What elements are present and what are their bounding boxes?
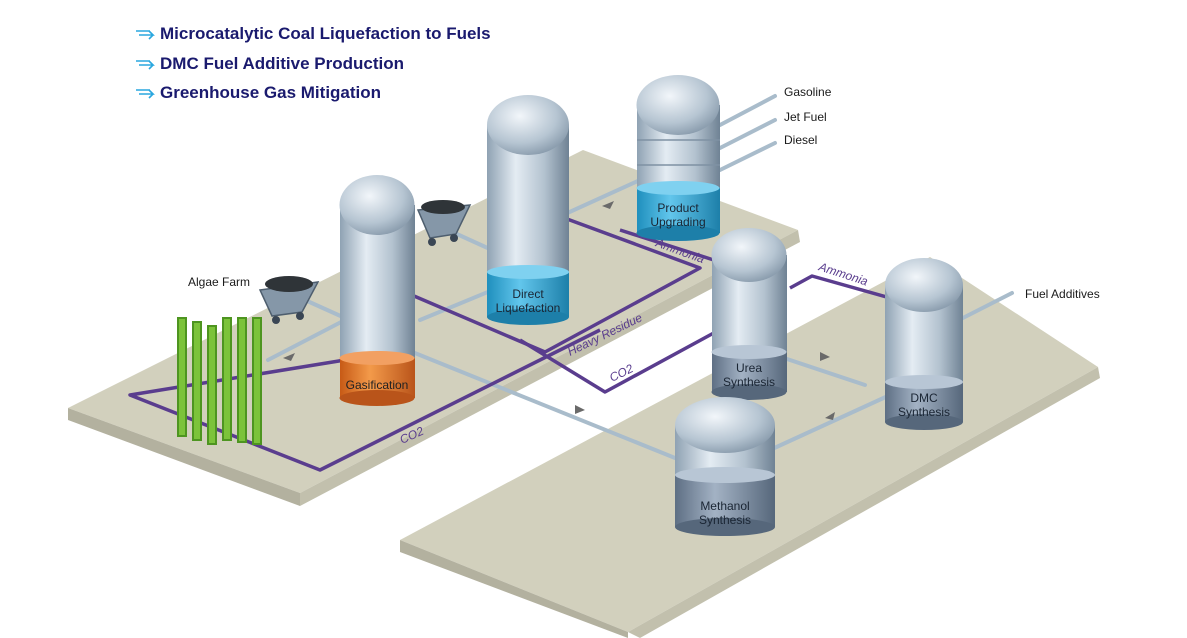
vessel-dmc-rim [885, 375, 963, 389]
algae-panel-1 [177, 317, 187, 437]
vessel-liquefaction-base [487, 309, 569, 325]
label-fuel-additives: Fuel Additives [1025, 287, 1100, 301]
label-product-upgrading-1: Product [657, 201, 699, 215]
pipe-algae-to-gasifier [266, 318, 347, 362]
bullet-item: DMC Fuel Additive Production [135, 50, 491, 80]
vessel-upgrading [636, 75, 720, 241]
label-methanol-synthesis-1: Methanol [700, 499, 749, 513]
vessel-urea-base [711, 384, 787, 400]
vessel-gasification-dome [339, 175, 415, 235]
label-methanol-synthesis-2: Synthesis [699, 513, 751, 527]
vessel-liquefaction-dome [487, 95, 569, 155]
arrow-bullet-icon [136, 30, 155, 40]
arrow-bullet-icon [136, 59, 155, 70]
bullet-list: Microcatalytic Coal Liquefaction to Fuel… [135, 20, 491, 109]
vessel-gasification-base [339, 390, 415, 406]
vessel-dmc-dome [885, 258, 963, 312]
label-diesel: Diesel [784, 133, 817, 147]
label-direct-liquefaction-1: Direct [512, 287, 544, 301]
pipe-gasoline-out [718, 94, 777, 127]
bullet-item: Greenhouse Gas Mitigation [135, 79, 491, 109]
label-urea-synthesis-2: Synthesis [723, 375, 775, 389]
vessel-urea-dome [711, 228, 787, 282]
vessel-dmc [885, 258, 963, 430]
bullet-text: Microcatalytic Coal Liquefaction to Fuel… [160, 24, 491, 43]
side-labels: Algae Farm Gasoline Jet Fuel Diesel Fuel… [188, 85, 1100, 301]
algae-panel-4 [222, 317, 232, 441]
platform-upper-side [300, 230, 800, 506]
vessel-liquefaction [487, 95, 569, 325]
label-product-upgrading-2: Upgrading [650, 215, 705, 229]
pipe-diesel-out [718, 141, 777, 172]
algae-panel-6 [252, 317, 262, 445]
vessel-dmc-base [885, 414, 963, 430]
vessel-methanol-dome [675, 397, 775, 453]
coal-carts [258, 200, 472, 324]
label-dmc-synthesis-2: Synthesis [898, 405, 950, 419]
arrow-4 [575, 405, 585, 414]
vessel-upgrading-rim [636, 181, 720, 195]
label-direct-liquefaction-2: Liquefaction [496, 301, 561, 315]
vessel-methanol [675, 397, 775, 536]
algae-panel-5 [237, 317, 247, 443]
co2-to-urea-pipe [519, 314, 746, 394]
ammonia-pipe-1 [619, 228, 721, 264]
heavy-residue-pipe [399, 210, 702, 354]
unit-labels: Gasification Direct Liquefaction Product… [346, 201, 950, 527]
vessel-upgrading-dome [636, 75, 720, 135]
algae-panel-3 [207, 325, 217, 445]
bullet-text: DMC Fuel Additive Production [160, 53, 404, 73]
vessel-urea [711, 228, 787, 400]
arrow-1 [283, 353, 295, 361]
coal-cart-liquefaction [416, 200, 472, 246]
label-jet-fuel: Jet Fuel [784, 110, 827, 124]
vessel-methanol-rim [675, 467, 775, 483]
bullet-text: Greenhouse Gas Mitigation [160, 83, 382, 102]
label-gasification: Gasification [346, 378, 409, 392]
process-pipes [266, 94, 1014, 462]
label-algae-farm: Algae Farm [188, 275, 250, 289]
arrow-3 [820, 352, 830, 361]
platform-upper-front [68, 408, 300, 506]
vessel-gasification [339, 175, 415, 406]
platform-lower-front [400, 540, 628, 638]
pipe-urea-to-dmc [773, 353, 867, 387]
arrow-bullet-icon [136, 89, 155, 99]
algae-panel-2 [192, 321, 202, 441]
algae-farm [177, 317, 262, 445]
arrow-5 [825, 412, 835, 420]
vessel-methanol-base [675, 518, 775, 536]
pipe-methanol-to-dmc [768, 393, 892, 452]
pipe-gasifier-to-methanol [393, 343, 682, 462]
platform-lower-side [628, 367, 1100, 638]
pipe-additives-out [953, 291, 1014, 324]
arrow-2 [602, 201, 614, 209]
label-urea-synthesis-1: Urea [736, 361, 762, 375]
vessel-upgrading-base [636, 225, 720, 241]
vessel-liquefaction-rim [487, 265, 569, 279]
label-gasoline: Gasoline [784, 85, 832, 99]
vessels [339, 75, 963, 536]
vessel-gasification-rim [339, 351, 415, 365]
flow-arrows [283, 201, 835, 420]
pipe-jetfuel-out [718, 118, 777, 150]
coal-cart-algae [258, 276, 320, 324]
pipe-coal-to-gasifier [303, 298, 347, 320]
label-dmc-synthesis-1: DMC [910, 391, 938, 405]
vessel-urea-rim [711, 345, 787, 359]
bullet-item: Microcatalytic Coal Liquefaction to Fuel… [135, 20, 491, 50]
ammonia-pipe-2 [789, 274, 891, 300]
